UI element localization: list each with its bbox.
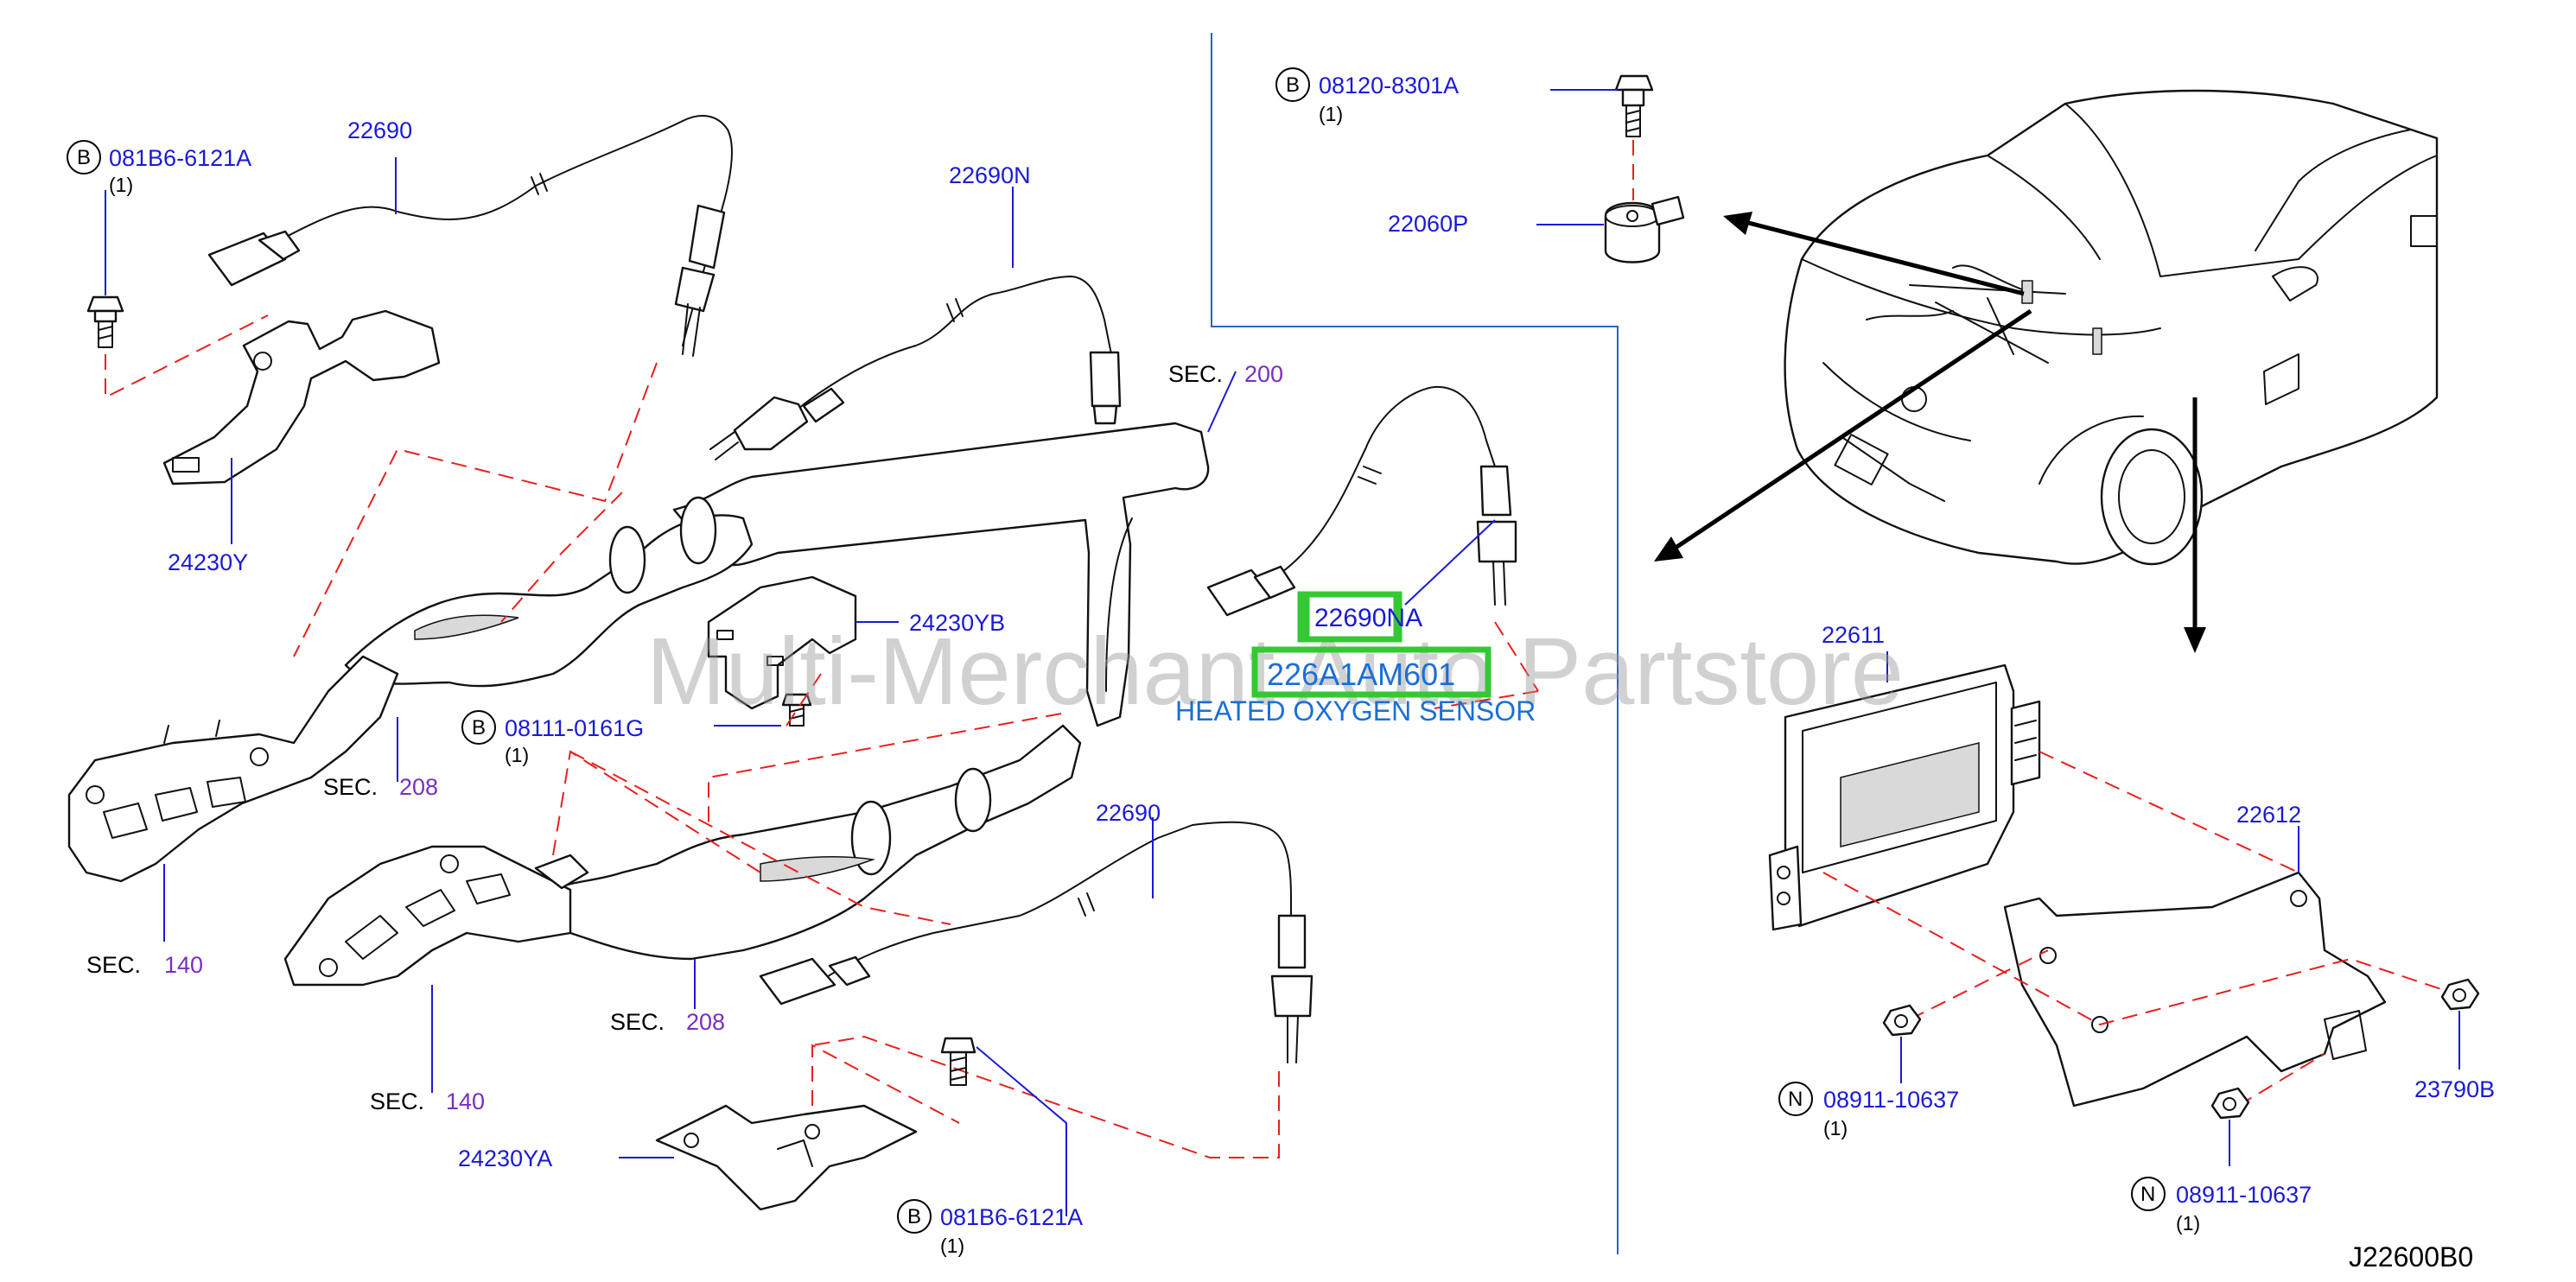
part-label-22690N[interactable]: 22690N bbox=[949, 162, 1031, 188]
callout-prefix: B bbox=[907, 1205, 921, 1228]
bolt-badge bbox=[461, 710, 496, 745]
part-label-22690-lower[interactable]: 22690 bbox=[1096, 800, 1161, 826]
section-references: SEC. 200 SEC. 208 SEC. 140 SEC. 208 SEC.… bbox=[86, 361, 1283, 1114]
ecm-assembly bbox=[1768, 651, 2480, 1166]
sec-208-lower-label: SEC. bbox=[610, 1009, 665, 1035]
nut-badge bbox=[1778, 1082, 1813, 1116]
callout-08120[interactable]: B 08120-8301A (1) bbox=[1275, 67, 1459, 125]
exhaust-manifold-upper bbox=[67, 422, 1210, 942]
bracket-24230YB bbox=[707, 575, 899, 727]
part-label-22690-top[interactable]: 22690 bbox=[347, 117, 412, 143]
callout-08111[interactable]: B 08111-0161G (1) bbox=[461, 710, 644, 766]
vehicle-illustration bbox=[1784, 89, 2439, 566]
callout-081B6-bottom[interactable]: B 081B6-6121A (1) bbox=[897, 1199, 1083, 1257]
exhaust-manifold-lower bbox=[283, 724, 1082, 1093]
highlight-226A1AM601[interactable]: 226A1AM601 bbox=[1251, 646, 1492, 698]
nut-badge bbox=[2131, 1177, 2166, 1211]
callout-prefix: B bbox=[472, 716, 486, 739]
highlight-22690NA[interactable]: 22690NA bbox=[1297, 591, 1422, 643]
part-label-22060P[interactable]: 22060P bbox=[1388, 211, 1468, 237]
part-label-23790B[interactable]: 23790B bbox=[2414, 1076, 2495, 1102]
sensor-22690N bbox=[709, 187, 1122, 460]
sec-140-left-label: SEC. bbox=[86, 952, 141, 978]
sec-140-lower-number[interactable]: 140 bbox=[446, 1088, 485, 1114]
reference-dash-lines bbox=[293, 362, 1062, 925]
callout-prefix: B bbox=[77, 146, 91, 169]
part-label-22612[interactable]: 22612 bbox=[2236, 802, 2301, 828]
callout-08911-bottom[interactable]: N 08911-10637 (1) bbox=[2131, 1177, 2312, 1234]
part-description: HEATED OXYGEN SENSOR bbox=[1175, 695, 1536, 727]
sec-208-upper-label: SEC. bbox=[323, 774, 378, 800]
bolt-badge bbox=[1275, 67, 1310, 102]
callout-08911-left[interactable]: N 08911-10637 (1) bbox=[1778, 1082, 1959, 1139]
quantity-label: (1) bbox=[1319, 103, 1343, 125]
callout-prefix: N bbox=[1788, 1088, 1803, 1111]
highlight-box-part-number bbox=[1251, 646, 1492, 698]
callout-prefix: N bbox=[2140, 1183, 2155, 1206]
bracket-24230YA bbox=[619, 1037, 1067, 1216]
bolt-badge bbox=[67, 140, 101, 175]
part-number-label[interactable]: 08911-10637 bbox=[2176, 1182, 2312, 1208]
part-22690NA[interactable]: 22690NA bbox=[1314, 604, 1422, 632]
sec-140-left-number[interactable]: 140 bbox=[164, 952, 203, 978]
part-label-22611[interactable]: 22611 bbox=[1822, 622, 1885, 648]
part-number-label[interactable]: 08120-8301A bbox=[1319, 73, 1459, 98]
quantity-label: (1) bbox=[940, 1234, 964, 1257]
part-label-24230YB[interactable]: 24230YB bbox=[909, 610, 1005, 636]
quantity-label: (1) bbox=[2176, 1212, 2200, 1234]
diagram-code: J22600B0 bbox=[2349, 1241, 2473, 1272]
sec-200-number[interactable]: 200 bbox=[1244, 361, 1283, 387]
pointer-arrows bbox=[1654, 212, 2206, 653]
quantity-label: (1) bbox=[1823, 1117, 1848, 1139]
upper-sensor-assembly bbox=[86, 115, 733, 544]
quantity-label: (1) bbox=[505, 744, 529, 766]
sec-208-lower-number[interactable]: 208 bbox=[686, 1009, 725, 1035]
callout-prefix: B bbox=[1286, 73, 1300, 97]
highlight-frame bbox=[1297, 591, 1402, 643]
section-dividers bbox=[1211, 33, 1619, 1254]
part-labels: 22690 22690N 24230Y 24230YB 22060P 22690… bbox=[168, 117, 2495, 1171]
part-label-24230YA[interactable]: 24230YA bbox=[458, 1146, 552, 1171]
part-number-label[interactable]: 08911-10637 bbox=[1823, 1087, 1959, 1113]
bolt-badge bbox=[897, 1199, 932, 1234]
sensor-22690-lower bbox=[759, 817, 1313, 1158]
quantity-label: (1) bbox=[109, 174, 133, 196]
part-number-label[interactable]: 08111-0161G bbox=[505, 715, 644, 741]
part-number-226A1AM601[interactable]: 226A1AM601 bbox=[1267, 657, 1455, 692]
part-number-label[interactable]: 081B6-6121A bbox=[940, 1204, 1083, 1230]
part-label-24230Y[interactable]: 24230Y bbox=[168, 549, 248, 575]
sec-208-upper-number[interactable]: 208 bbox=[399, 774, 438, 800]
watermark: Multi-Merchant Auto Partstore bbox=[646, 619, 1904, 725]
sec-140-lower-label: SEC. bbox=[370, 1088, 424, 1114]
sec-200-label: SEC. bbox=[1168, 361, 1223, 387]
callout-081B6-top[interactable]: B 081B6-6121A (1) bbox=[67, 140, 251, 196]
part-number-label[interactable]: 081B6-6121A bbox=[109, 145, 251, 171]
sensor-22690NA bbox=[1206, 385, 1539, 709]
knock-sensor-group bbox=[1536, 74, 1685, 263]
